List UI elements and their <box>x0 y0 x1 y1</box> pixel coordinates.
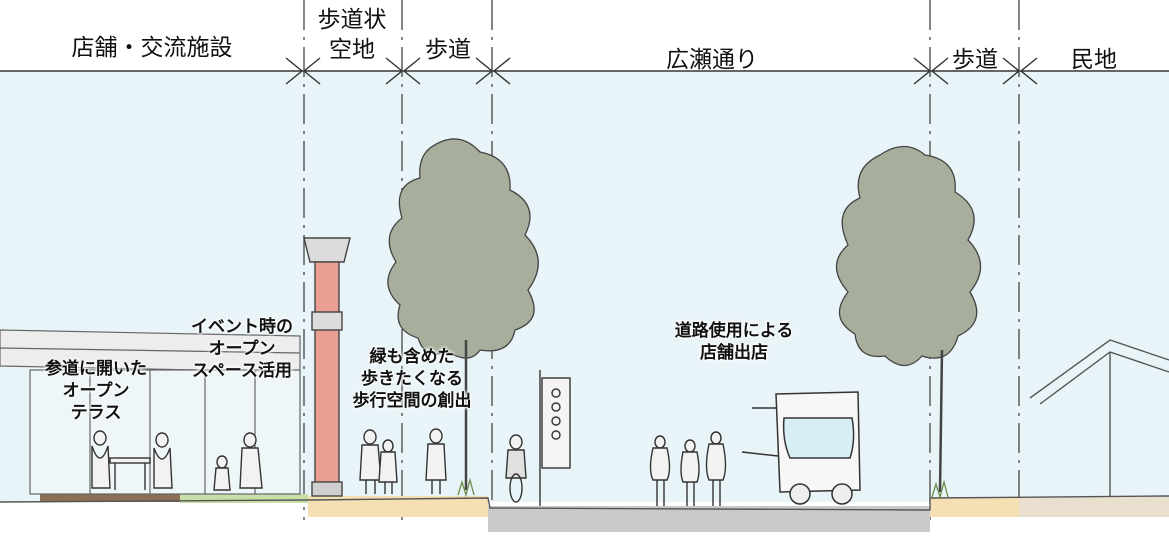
private-building <box>1029 339 1169 496</box>
open-space-people <box>359 429 398 494</box>
zone-label-private-land: 民地 <box>1071 47 1117 73</box>
ground-line <box>0 495 1169 511</box>
sidewalk-person <box>425 428 447 494</box>
event-pillar <box>303 237 351 497</box>
open-space-ground <box>308 496 402 517</box>
note-road-use: 道路使用による 店舗出店 <box>674 321 794 363</box>
private-land-ground <box>1019 497 1169 517</box>
road-people <box>649 431 727 506</box>
left-tree <box>387 138 539 498</box>
terrace-people <box>91 430 263 491</box>
zone-label-open-space: 歩道状 空地 <box>317 7 387 63</box>
right-tree <box>835 145 982 500</box>
food-truck <box>741 391 861 505</box>
note-event: イベント時の オープン スペース活用 <box>191 317 293 381</box>
zone-label-road: 広瀬通り <box>666 47 758 73</box>
grass-ground <box>180 494 308 503</box>
banner-sign <box>539 370 571 506</box>
zone-label-sidewalk-left: 歩道 <box>425 37 471 63</box>
note-green: 緑も含めた 歩きたくなる 歩行空間の創出 <box>352 347 472 411</box>
cyclist <box>505 434 527 503</box>
zone-label-shop: 店舗・交流施設 <box>71 35 233 61</box>
note-terrace: 参道に開いた オープン テラス <box>45 359 147 423</box>
zone-label-sidewalk-right: 歩道 <box>952 47 998 73</box>
sidewalk-left-ground <box>402 496 488 517</box>
sidewalk-right-ground <box>930 497 1019 517</box>
deck-ground <box>40 494 180 502</box>
